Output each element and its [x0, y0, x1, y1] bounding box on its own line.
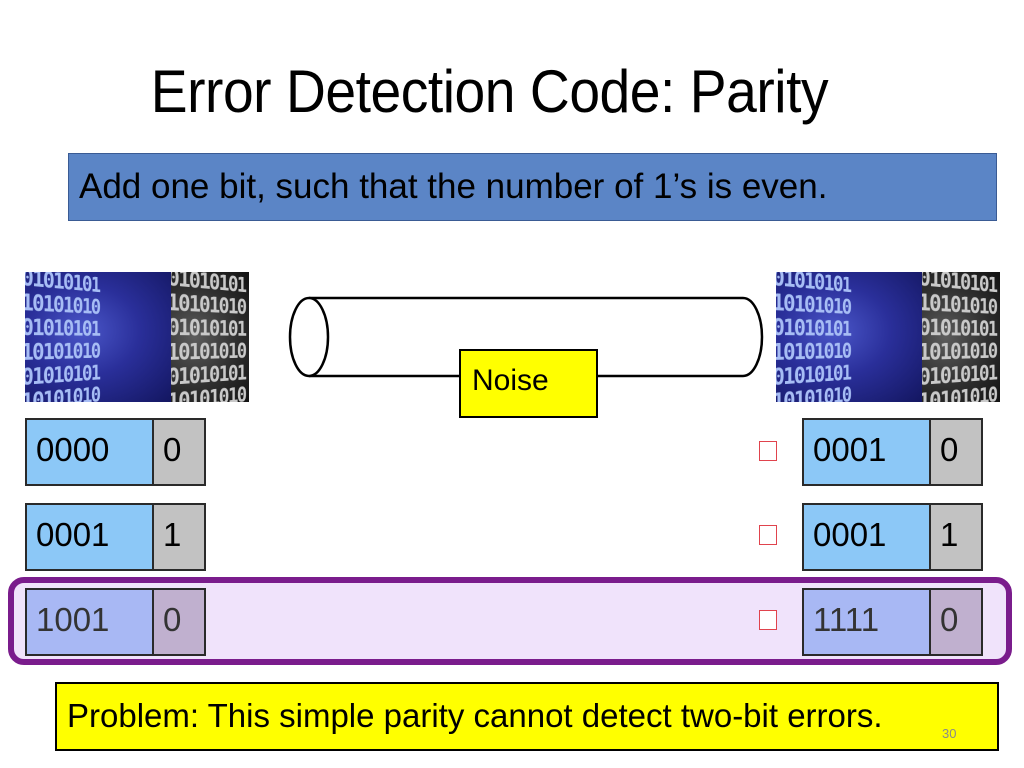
- sent-data-cell: 0001: [25, 503, 154, 571]
- sent-parity-cell: 0: [152, 418, 206, 486]
- binary-blue-panel: 01010101 10101010 01010101 10101010 0101…: [776, 272, 922, 402]
- received-parity-cell: 0: [929, 418, 983, 486]
- slide-title: Error Detection Code: Parity: [150, 58, 829, 125]
- sent-parity-cell: 0: [152, 588, 206, 656]
- receiver-binary-image: 01010101 10101010 01010101 10101010 0101…: [776, 272, 1000, 402]
- received-data-cell: 0001: [802, 503, 931, 571]
- arrow-placeholder-icon: [759, 610, 777, 630]
- page-number: 30: [942, 726, 957, 741]
- problem-callout: Problem: This simple parity cannot detec…: [55, 682, 999, 751]
- received-data-cell: 1111: [802, 588, 931, 656]
- arrow-placeholder-icon: [759, 441, 777, 461]
- received-data-cell: 0001: [802, 418, 931, 486]
- parity-rule-box: Add one bit, such that the number of 1’s…: [68, 153, 997, 221]
- sent-data-cell: 1001: [25, 588, 154, 656]
- received-parity-cell: 0: [929, 588, 983, 656]
- received-parity-cell: 1: [929, 503, 983, 571]
- channel-cylinder: [288, 296, 764, 378]
- arrow-placeholder-icon: [759, 525, 777, 545]
- sent-data-cell: 0000: [25, 418, 154, 486]
- binary-blue-panel: 01010101 10101010 01010101 10101010 0101…: [25, 272, 171, 402]
- noise-label: Noise: [459, 349, 598, 418]
- sent-parity-cell: 1: [152, 503, 206, 571]
- binary-gray-panel: 01010101 10101010 01010101 10101010 0101…: [171, 272, 249, 402]
- sender-binary-image: 01010101 10101010 01010101 10101010 0101…: [25, 272, 249, 402]
- binary-gray-panel: 01010101 10101010 01010101 10101010 0101…: [922, 272, 1000, 402]
